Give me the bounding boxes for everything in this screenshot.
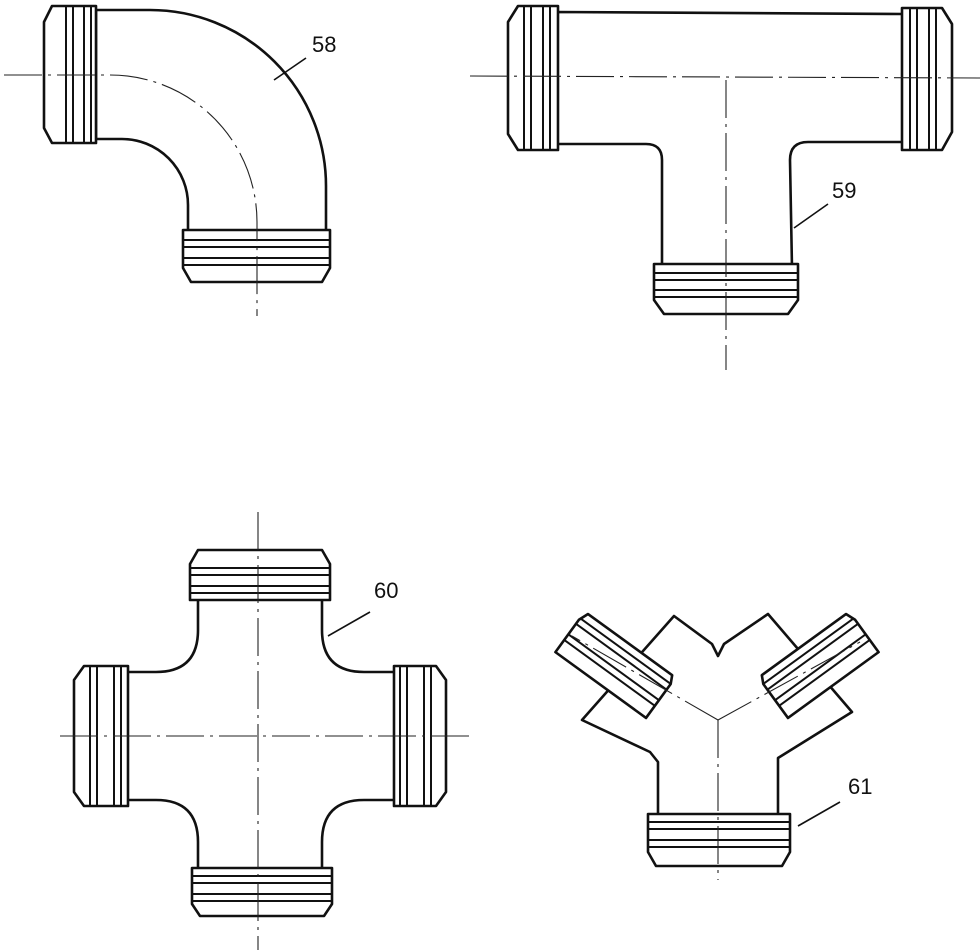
callout-60: 60 [374,578,398,603]
elbow-bottom-coupling [181,228,332,284]
tee-body [554,10,906,270]
tee-right-coupling [900,6,954,152]
elbow-body [94,8,328,238]
cross-bottom-coupling [190,866,334,918]
callout-59: 59 [832,178,856,203]
wye-left-coupling [554,612,674,720]
wye-fitting: 61 [554,612,880,880]
callout-61: 61 [848,774,872,799]
elbow-fitting: 58 [4,4,336,316]
cross-body [122,594,400,876]
tee-left-coupling [506,4,560,152]
tee-fitting: 59 [469,4,980,370]
callout-58: 58 [312,32,336,57]
cross-fitting: 60 [60,512,470,950]
